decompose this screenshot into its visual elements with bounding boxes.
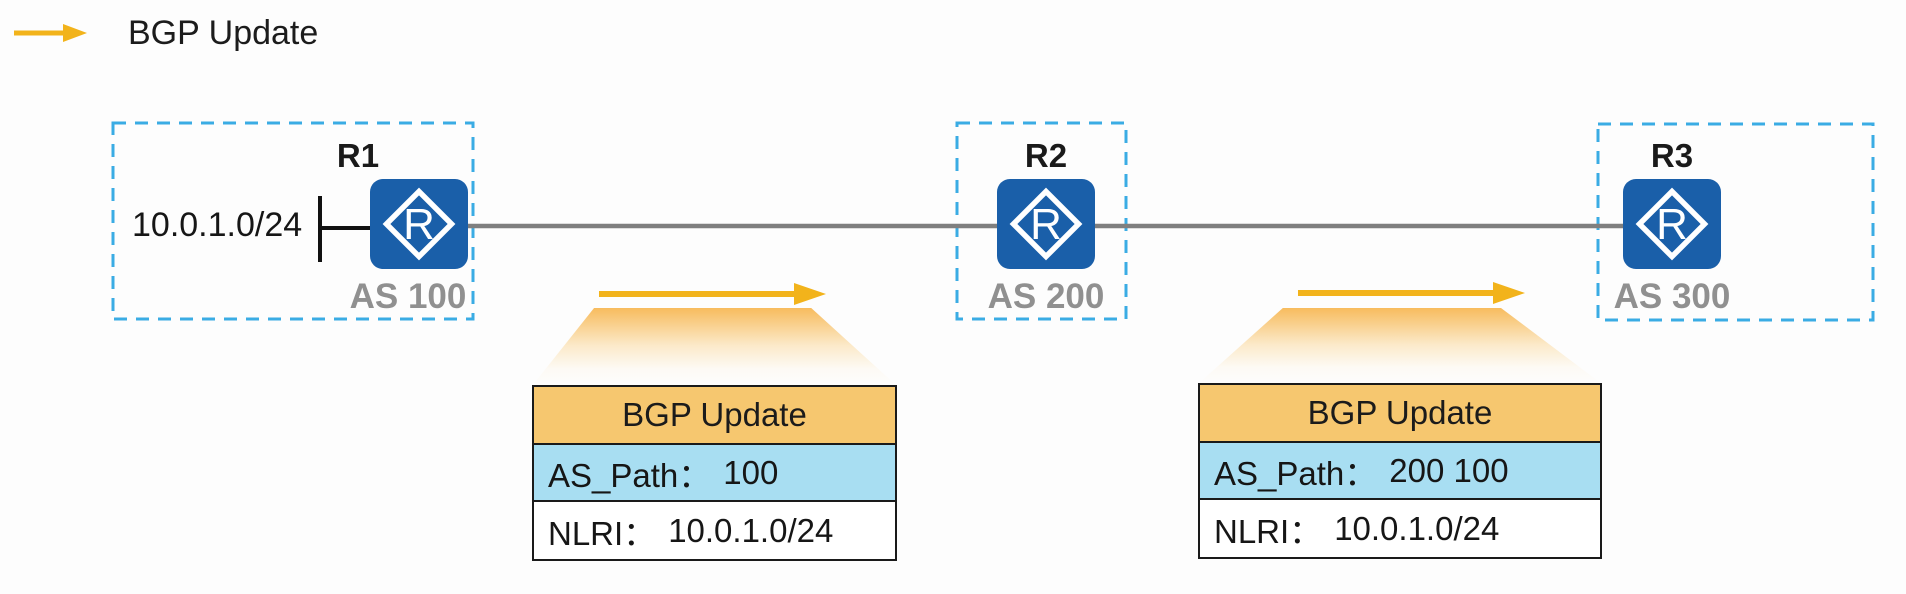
nlri-row: NLRI： 10.0.1.0/24	[1200, 500, 1600, 557]
network-prefix-label: 10.0.1.0/24	[132, 206, 303, 244]
nlri-label: NLRI：	[1214, 512, 1323, 550]
svg-text:R: R	[1656, 200, 1688, 249]
nlri-row: NLRI： 10.0.1.0/24	[534, 502, 895, 559]
as-label-200: AS 200	[987, 277, 1105, 316]
bgp-update-table-title: BGP Update	[534, 387, 895, 445]
legend-arrow-icon	[14, 24, 87, 42]
legend-label: BGP Update	[128, 14, 319, 52]
as-path-row: AS_Path： 100	[534, 445, 895, 502]
bgp-update-table-2: BGP Update AS_Path： 200 100 NLRI： 10.0.1…	[1198, 383, 1602, 559]
nlri-value: 10.0.1.0/24	[668, 511, 834, 549]
update-arrow-icon	[1298, 282, 1525, 304]
router-name-r3: R3	[1650, 137, 1694, 174]
as-path-label: AS_Path：	[548, 456, 712, 494]
as-path-value: 100	[723, 453, 779, 491]
bgp-update-table-1: BGP Update AS_Path： 100 NLRI： 10.0.1.0/2…	[532, 385, 897, 561]
as-boundary-box-300	[1596, 122, 1875, 322]
svg-text:R: R	[1030, 200, 1062, 249]
as-boundary-box-200	[955, 121, 1128, 321]
as-path-row: AS_Path： 200 100	[1200, 443, 1600, 500]
nlri-value: 10.0.1.0/24	[1334, 509, 1500, 547]
router-name-r2: R2	[1024, 137, 1068, 174]
nlri-label: NLRI：	[548, 514, 657, 552]
router-icon: R	[1623, 179, 1721, 269]
as-path-value: 200 100	[1389, 451, 1509, 489]
as-label-100: AS 100	[349, 277, 467, 316]
as-boundary-box-100	[111, 121, 475, 321]
router-icon: R	[370, 179, 468, 269]
router-name-r1: R1	[336, 137, 380, 174]
router-icon: R	[997, 179, 1095, 269]
as-path-label: AS_Path：	[1214, 454, 1378, 492]
update-arrow-icon	[599, 283, 826, 305]
bgp-update-table-title: BGP Update	[1200, 385, 1600, 443]
as-label-300: AS 300	[1613, 277, 1731, 316]
svg-text:R: R	[403, 200, 435, 249]
